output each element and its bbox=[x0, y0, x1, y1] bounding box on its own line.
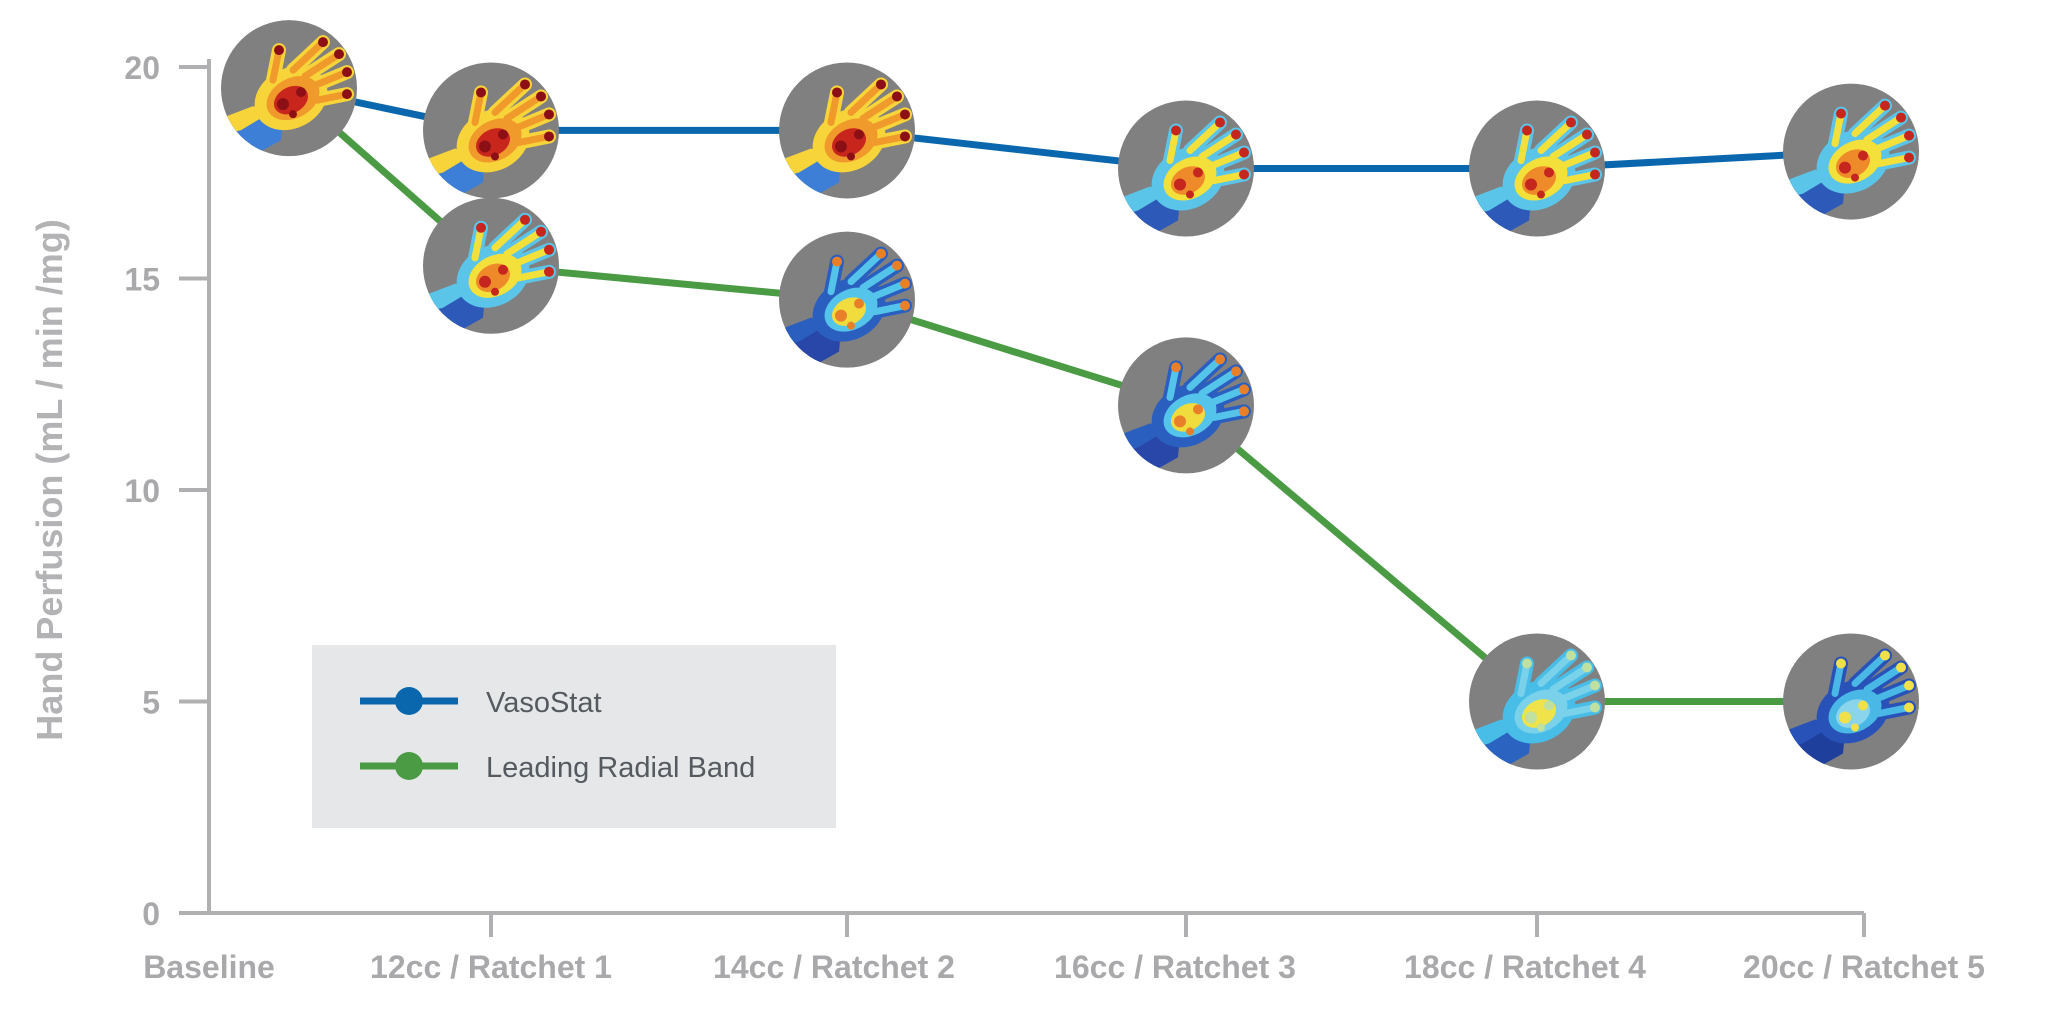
y-tick-label-15: 15 bbox=[124, 262, 160, 298]
legend-box bbox=[312, 645, 836, 828]
y-tick-label-10: 10 bbox=[124, 473, 160, 509]
x-tick-label-1: 12cc / Ratchet 1 bbox=[370, 949, 612, 985]
x-tick-label-2: 14cc / Ratchet 2 bbox=[713, 949, 955, 985]
marker-0-5 bbox=[1783, 83, 1919, 220]
marker-0-2 bbox=[779, 62, 915, 199]
x-tick-label-4: 18cc / Ratchet 4 bbox=[1404, 949, 1646, 985]
marker-0-1 bbox=[423, 62, 559, 199]
y-tick-label-5: 5 bbox=[142, 685, 160, 721]
legend-item-vasostat: VasoStat bbox=[360, 687, 602, 719]
x-tick-label-3: 16cc / Ratchet 3 bbox=[1054, 949, 1296, 985]
hand-thermal-icon bbox=[423, 77, 556, 199]
marker-1-2 bbox=[779, 231, 915, 368]
legend-dot-leading-radial-band bbox=[395, 752, 423, 780]
legend-item-leading-radial-band: Leading Radial Band bbox=[360, 752, 755, 784]
y-tick-label-20: 20 bbox=[124, 50, 160, 86]
marker-0-4 bbox=[1469, 100, 1605, 237]
legend-dot-vasostat bbox=[395, 687, 423, 715]
marker-0-3 bbox=[1118, 100, 1254, 237]
legend-label-vasostat: VasoStat bbox=[486, 687, 602, 719]
y-tick-label-0: 0 bbox=[142, 896, 160, 932]
hand-thermal-icon bbox=[1783, 98, 1916, 220]
x-tick-label-0: Baseline bbox=[143, 949, 275, 985]
marker-1-5 bbox=[1783, 633, 1919, 770]
y-axis-title: Hand Perfusion (mL / min /mg) bbox=[29, 219, 70, 740]
marker-1-3 bbox=[1118, 337, 1254, 474]
legend: VasoStat Leading Radial Band bbox=[312, 645, 836, 828]
marker-0-0 bbox=[221, 20, 357, 157]
markers bbox=[221, 20, 1919, 770]
legend-label-leading-radial-band: Leading Radial Band bbox=[486, 752, 755, 784]
x-tick-label-5: 20cc / Ratchet 5 bbox=[1743, 949, 1985, 985]
